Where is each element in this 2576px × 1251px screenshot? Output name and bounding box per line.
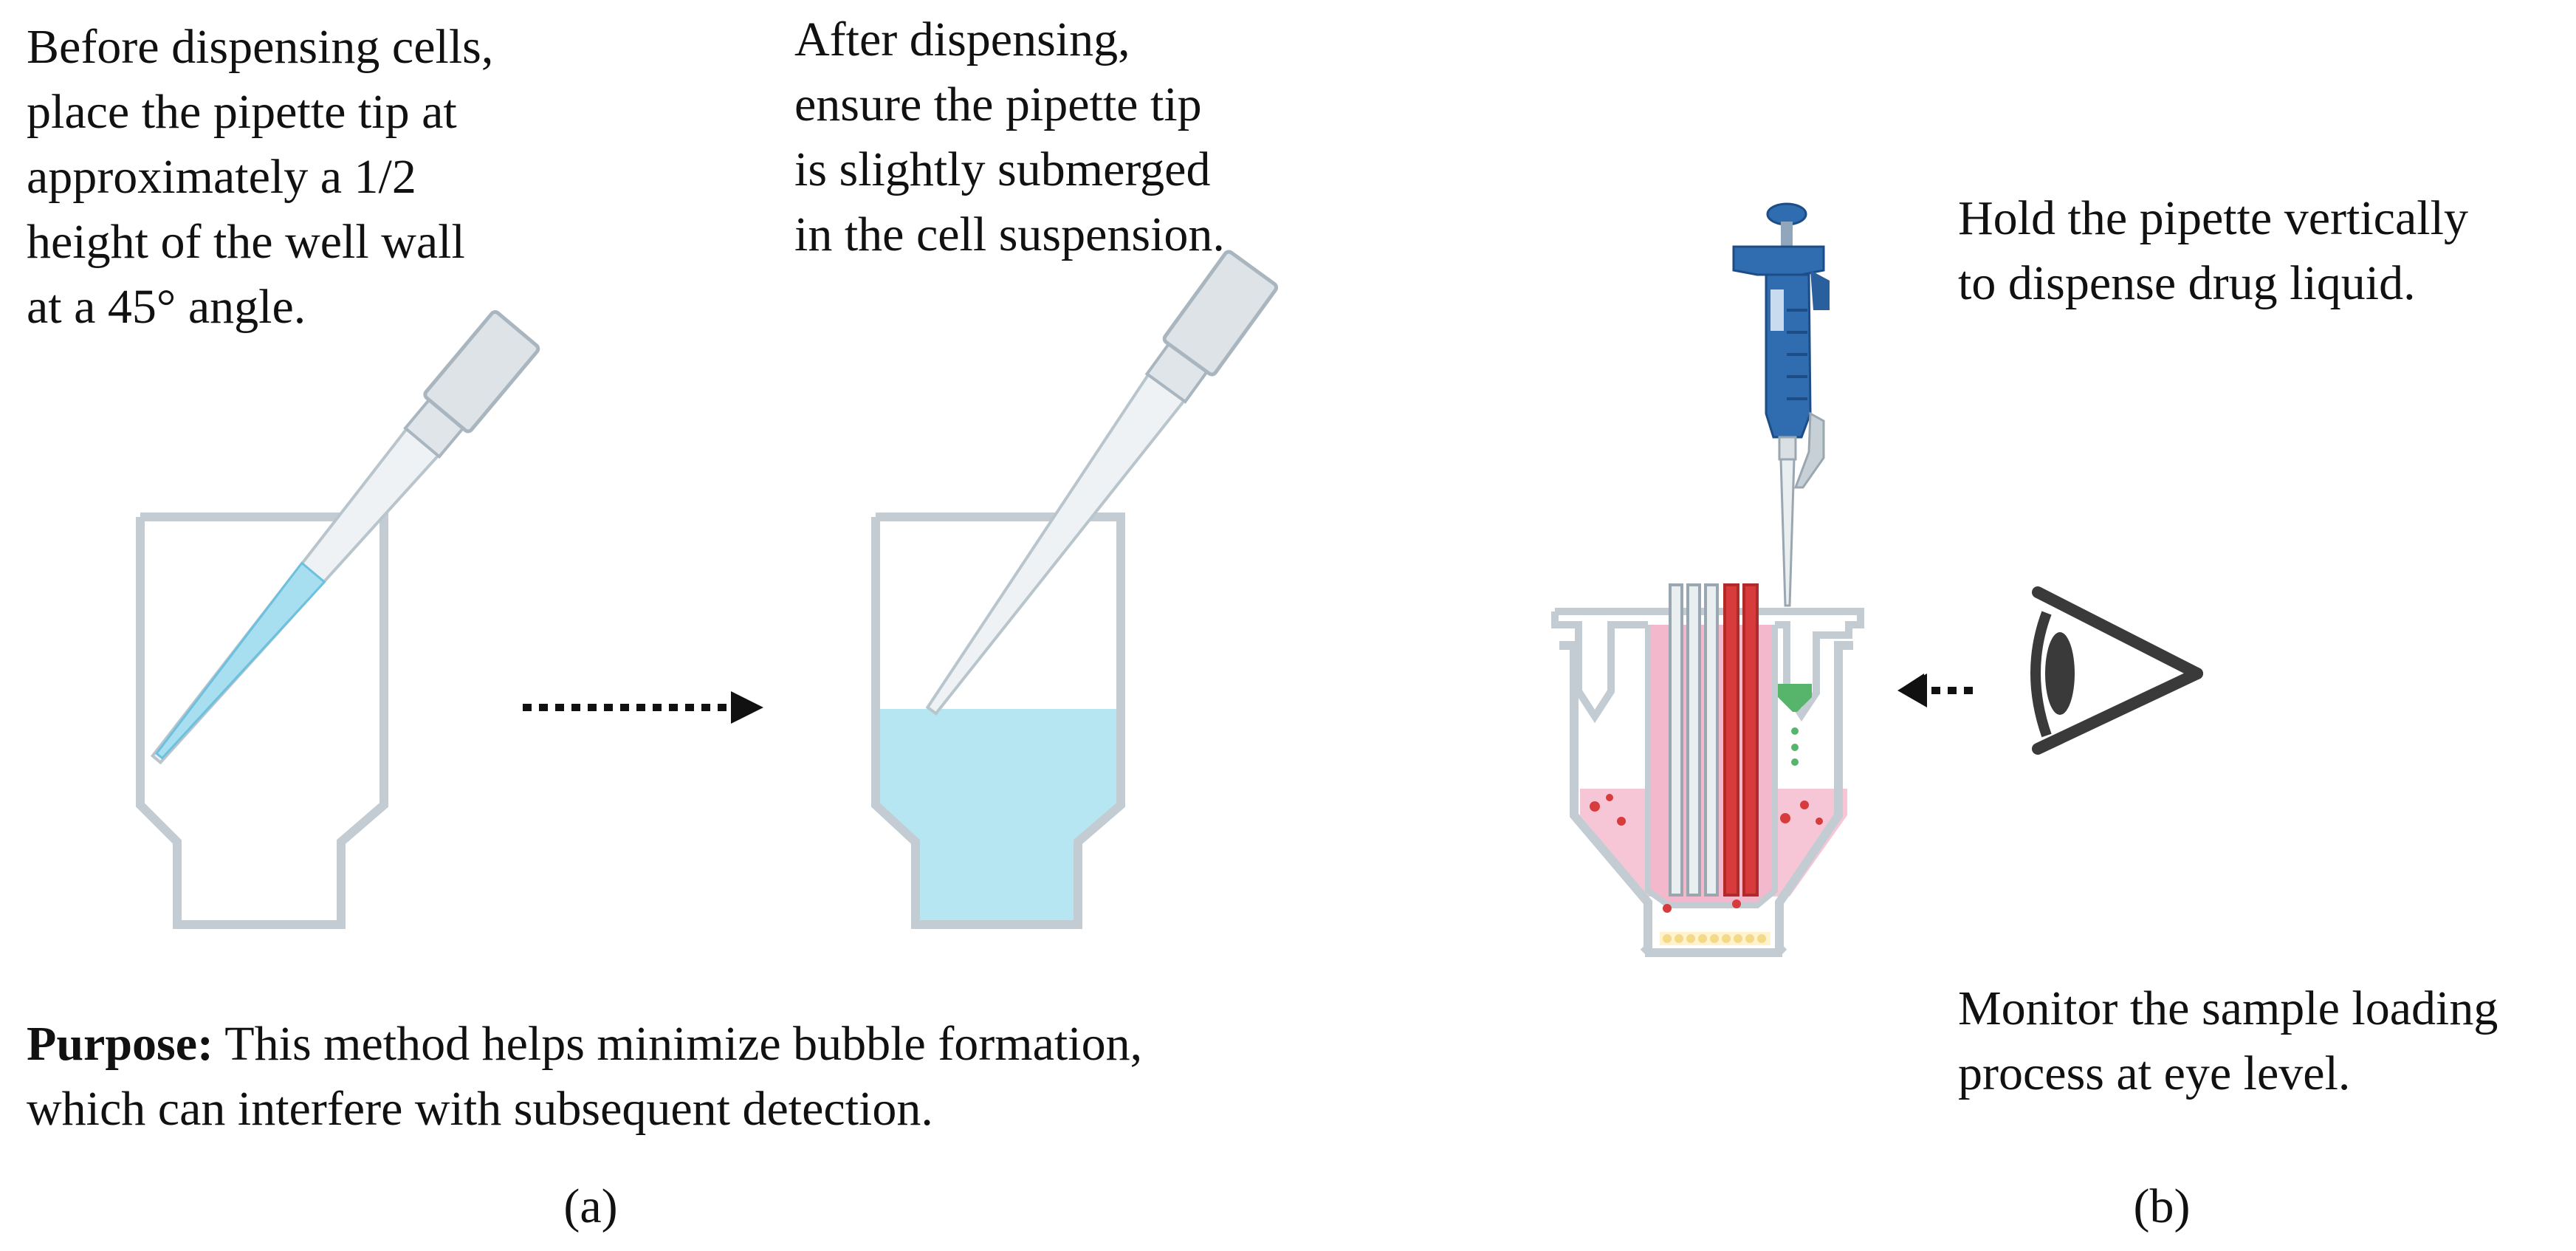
transwell-assembly — [1551, 583, 1864, 957]
well-before-outline — [136, 513, 388, 929]
purpose-line-1: Purpose: This method helps minimize bubb… — [27, 1012, 1142, 1077]
before-line-4: height of the well wall — [27, 215, 465, 269]
panel-a-label: (a) — [563, 1179, 618, 1233]
well-after-outline — [871, 513, 1125, 929]
hold-line-2: to dispense drug liquid. — [1958, 256, 2416, 310]
pipette-handle-after — [1162, 250, 1279, 377]
monitor-line-1: Monitor the sample loading — [1958, 981, 2498, 1035]
cell-layer — [1660, 932, 1770, 945]
purpose-line-2: which can interfere with subsequent dete… — [27, 1082, 933, 1136]
panel-b-label: (b) — [2133, 1179, 2191, 1233]
after-line-1: After dispensing, — [794, 13, 1130, 66]
pipette-tip-after — [925, 372, 1186, 716]
monitor-instruction: Monitor the sample loading process at ey… — [1958, 976, 2498, 1106]
left-insert — [1555, 608, 1864, 722]
purpose-label: Purpose: — [27, 1017, 213, 1071]
purpose-statement: Purpose: This method helps minimize bubb… — [27, 1012, 1142, 1142]
before-line-5: at a 45° angle. — [27, 280, 306, 334]
pipette-tilted-after — [925, 250, 1279, 716]
after-line-3: is slightly submerged — [794, 143, 1211, 196]
hold-pipette-instruction: Hold the pipette vertically to dispense … — [1958, 186, 2468, 316]
after-line-4: in the cell suspension. — [794, 208, 1225, 261]
purpose-text-1: This method helps minimize bubble format… — [213, 1017, 1143, 1071]
monitor-line-2: process at eye level. — [1958, 1046, 2351, 1100]
before-line-2: place the pipette tip at — [27, 85, 457, 139]
dotted-arrow-left-icon — [1897, 674, 1979, 707]
pipette-tilted-before — [150, 310, 540, 765]
pipette-icon — [1732, 202, 1830, 607]
dotted-arrow-right-icon — [523, 691, 763, 724]
hold-line-1: Hold the pipette vertically — [1958, 191, 2468, 245]
after-dispensing-instruction: After dispensing, ensure the pipette tip… — [794, 7, 1225, 267]
before-dispensing-instruction: Before dispensing cells, place the pipet… — [27, 15, 493, 340]
cell-suspension — [879, 709, 1121, 925]
green-drug-liquid — [1778, 684, 1812, 712]
well-before — [136, 513, 388, 929]
eye-icon — [2030, 586, 2203, 755]
pipette-liquid-before — [154, 561, 326, 760]
after-line-2: ensure the pipette tip — [794, 78, 1202, 131]
before-line-3: approximately a 1/2 — [27, 150, 416, 204]
well-after — [871, 513, 1125, 929]
pipette-handle-before — [423, 310, 540, 433]
before-line-1: Before dispensing cells, — [27, 20, 494, 74]
